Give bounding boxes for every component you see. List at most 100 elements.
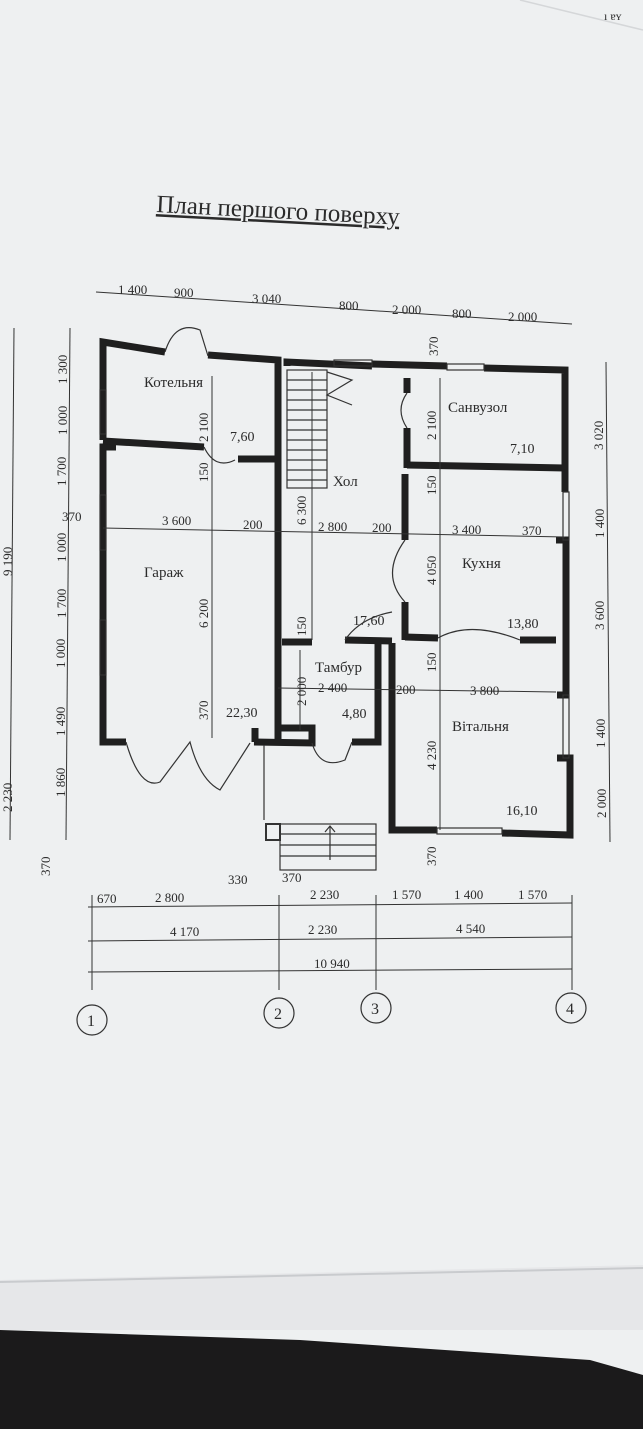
dim-bottom-4: 370 — [282, 870, 302, 885]
dim-top-4: 800 — [339, 298, 359, 313]
dim-wall-200a: 200 — [243, 517, 263, 532]
dim-bottom-6: 1 570 — [392, 887, 421, 902]
hall-top-wall — [283, 358, 373, 370]
vestibule-left — [253, 724, 316, 747]
dim-bottom-seg-1: 4 170 — [170, 924, 199, 939]
axis-4: 4 — [566, 1001, 574, 1018]
dim-top-6: 800 — [452, 306, 472, 321]
window-boiler — [99, 389, 107, 435]
dim-left-5: 1 700 — [54, 589, 69, 618]
paper-edge-top — [519, 0, 643, 31]
vestibule-right — [352, 640, 382, 746]
window-living-side — [562, 694, 570, 759]
boiler-right-wall — [207, 351, 282, 458]
dim-right-1: 3 020 — [591, 421, 606, 450]
dim-right-370: 370 — [522, 523, 542, 538]
dim-bottom-seg-2: 2 230 — [308, 922, 337, 937]
dim-vestibule-width: 2 400 — [318, 680, 347, 695]
dim-top-7: 2 000 — [508, 309, 537, 324]
window-garage-1 — [99, 494, 107, 551]
door-swings — [125, 327, 521, 791]
dim-left-9: 370 — [38, 857, 53, 877]
dim-bottom-3: 330 — [228, 872, 248, 887]
room-area-bath: 7,10 — [510, 442, 535, 457]
dim-left-8: 1 860 — [53, 768, 68, 797]
dim-bottom-seg-3: 4 540 — [456, 921, 485, 936]
bath-top-wall — [371, 360, 448, 370]
dim-hall-width: 2 800 — [318, 519, 347, 534]
dim-right-3: 3 600 — [592, 601, 607, 630]
window-living-front — [436, 827, 503, 835]
dim-left-2: 1 000 — [55, 406, 70, 435]
dim-bottom-1: 670 — [97, 891, 117, 906]
dim-living-width: 3 800 — [470, 683, 499, 698]
bath-top-right — [483, 364, 569, 492]
room-name-kitchen: Кухня — [462, 556, 501, 572]
kitchen-right — [556, 536, 570, 699]
window-bath — [446, 363, 485, 371]
room-area-hall: 17,60 — [353, 614, 385, 629]
room-area-living: 16,10 — [506, 804, 538, 819]
room-name-bath: Санвузол — [448, 400, 508, 416]
interior-dim-lines — [102, 372, 566, 830]
garage-left-wall — [99, 443, 126, 746]
window-kitchen — [562, 491, 570, 541]
dim-kitchen-depth: 4 050 — [424, 556, 439, 585]
living-left — [388, 643, 437, 834]
room-name-vestibule: Тамбур — [315, 660, 362, 676]
dim-bath-wall: 150 — [424, 476, 439, 496]
kitchen-bottom-a — [404, 633, 439, 642]
paper — [0, 0, 643, 1375]
dim-left-total: 9 190 — [0, 547, 15, 576]
dim-left-370: 370 — [62, 509, 82, 524]
dim-left-3: 1 700 — [54, 457, 69, 486]
vestibule-top-right — [344, 636, 393, 645]
window-garage-2 — [99, 619, 107, 676]
bath-bottom — [406, 461, 566, 472]
dim-top-2: 900 — [174, 285, 194, 300]
dim-wall-200b: 200 — [372, 520, 392, 535]
axis-2: 2 — [274, 1006, 282, 1023]
dim-right-2: 1 400 — [592, 509, 607, 538]
windows — [99, 359, 570, 835]
room-name-living: Вітальня — [452, 719, 509, 735]
dim-left-4: 1 000 — [54, 533, 69, 562]
room-area-garage: 22,30 — [226, 706, 258, 721]
dim-right-4: 1 400 — [593, 719, 608, 748]
paper-lower-shadow — [0, 1265, 643, 1330]
axis-1: 1 — [87, 1013, 95, 1030]
garage-boiler-partition — [102, 437, 205, 451]
dim-living-depth: 4 230 — [424, 741, 439, 770]
dim-right-5: 2 000 — [594, 789, 609, 818]
dim-bottom-total: 10 940 — [314, 956, 350, 971]
interior-dim-text: 2 100 150 6 200 370 370 3 600 200 6 300 … — [62, 411, 542, 866]
dim-boiler-wall: 150 — [196, 463, 211, 483]
axis-3: 3 — [371, 1001, 379, 1018]
dim-hall-wall: 150 — [294, 617, 309, 637]
dim-left-6: 1 000 — [53, 639, 68, 668]
dim-left-porch: 2 230 — [0, 783, 15, 812]
dim-hall-depth: 6 300 — [294, 496, 309, 525]
dim-left-7: 1 490 — [53, 707, 68, 736]
top-dimensions: 1 400 900 3 040 800 2 000 800 2 000 370 — [95, 282, 573, 356]
paper-fold — [0, 1267, 643, 1283]
dim-garage-370: 370 — [196, 701, 211, 721]
dim-bottom-8: 1 570 — [518, 887, 547, 902]
dim-bath-depth: 2 100 — [424, 411, 439, 440]
dim-garage-depth: 6 200 — [196, 599, 211, 628]
room-name-boiler: Котельня — [144, 375, 203, 391]
dim-boiler-depth: 2 100 — [196, 413, 211, 442]
window-hall — [333, 359, 373, 367]
dim-wall-200c: 200 — [396, 682, 416, 697]
boiler-left-wall — [99, 337, 166, 440]
dim-top-5: 2 000 — [392, 302, 421, 317]
dim-kitchen-width: 3 400 — [452, 522, 481, 537]
corner-mark: ı ɐʏ — [604, 9, 622, 23]
dim-top-1: 1 400 — [118, 282, 147, 297]
dim-bottom-5: 2 230 — [310, 887, 339, 902]
dim-top-3: 3 040 — [252, 291, 281, 306]
grid-axes: 1 2 3 4 — [76, 992, 587, 1036]
dim-living-370: 370 — [424, 847, 439, 867]
right-dimensions: 3 020 1 400 3 600 1 400 2 000 — [591, 361, 611, 843]
